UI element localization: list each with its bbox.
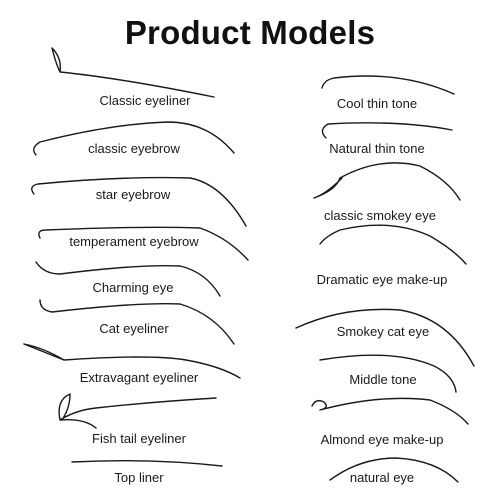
label-star-eyebrow: star eyebrow <box>95 187 171 202</box>
almond-eye-stroke-icon <box>311 397 469 425</box>
dramatic-eye-stroke-icon <box>319 224 467 265</box>
label-natural-thin-tone: Natural thin tone <box>329 141 425 156</box>
classic-eyeliner-stroke-icon <box>51 47 215 98</box>
label-cat-eyeliner: Cat eyeliner <box>99 321 169 336</box>
label-classic-eyebrow: classic eyebrow <box>88 141 180 156</box>
label-charming-eye: Charming eye <box>92 280 174 295</box>
cool-thin-tone-stroke-icon <box>321 75 455 95</box>
label-fish-tail-eyeliner: Fish tail eyeliner <box>92 431 186 446</box>
label-top-liner: Top liner <box>114 470 164 485</box>
star-eyebrow-stroke-icon <box>31 176 247 227</box>
page-title: Product Models <box>124 14 376 51</box>
smokey-cat-eye-stroke-icon <box>295 308 475 367</box>
label-cool-thin-tone: Cool thin tone <box>336 96 418 111</box>
fish-tail-eyeliner-stroke-icon <box>58 393 217 429</box>
label-natural-eye: natural eye <box>349 470 415 485</box>
label-classic-smokey-eye: classic smokey eye <box>324 208 436 223</box>
cat-eyeliner-stroke-icon <box>39 299 235 345</box>
label-extravagant-eyeliner: Extravagant eyeliner <box>79 370 199 385</box>
temperament-eyebrow-stroke-icon <box>38 226 249 261</box>
natural-thin-tone-stroke-icon <box>321 122 453 139</box>
label-temperament-eyebrow: temperament eyebrow <box>69 234 199 249</box>
extravagant-eyeliner-stroke-icon <box>23 343 241 379</box>
charming-eye-stroke-icon <box>35 261 221 297</box>
label-middle-tone: Middle tone <box>349 372 417 387</box>
natural-eye-stroke-icon <box>329 457 459 483</box>
top-liner-stroke-icon <box>71 459 223 467</box>
middle-tone-stroke-icon <box>319 354 457 393</box>
classic-smokey-eye-stroke-icon <box>313 162 461 201</box>
label-almond-eye: Almond eye make-up <box>320 432 444 447</box>
label-smokey-cat-eye: Smokey cat eye <box>336 324 430 339</box>
label-dramatic-eye: Dramatic eye make-up <box>316 272 448 287</box>
classic-eyebrow-stroke-icon <box>33 121 235 156</box>
label-classic-eyeliner: Classic eyeliner <box>99 93 191 108</box>
